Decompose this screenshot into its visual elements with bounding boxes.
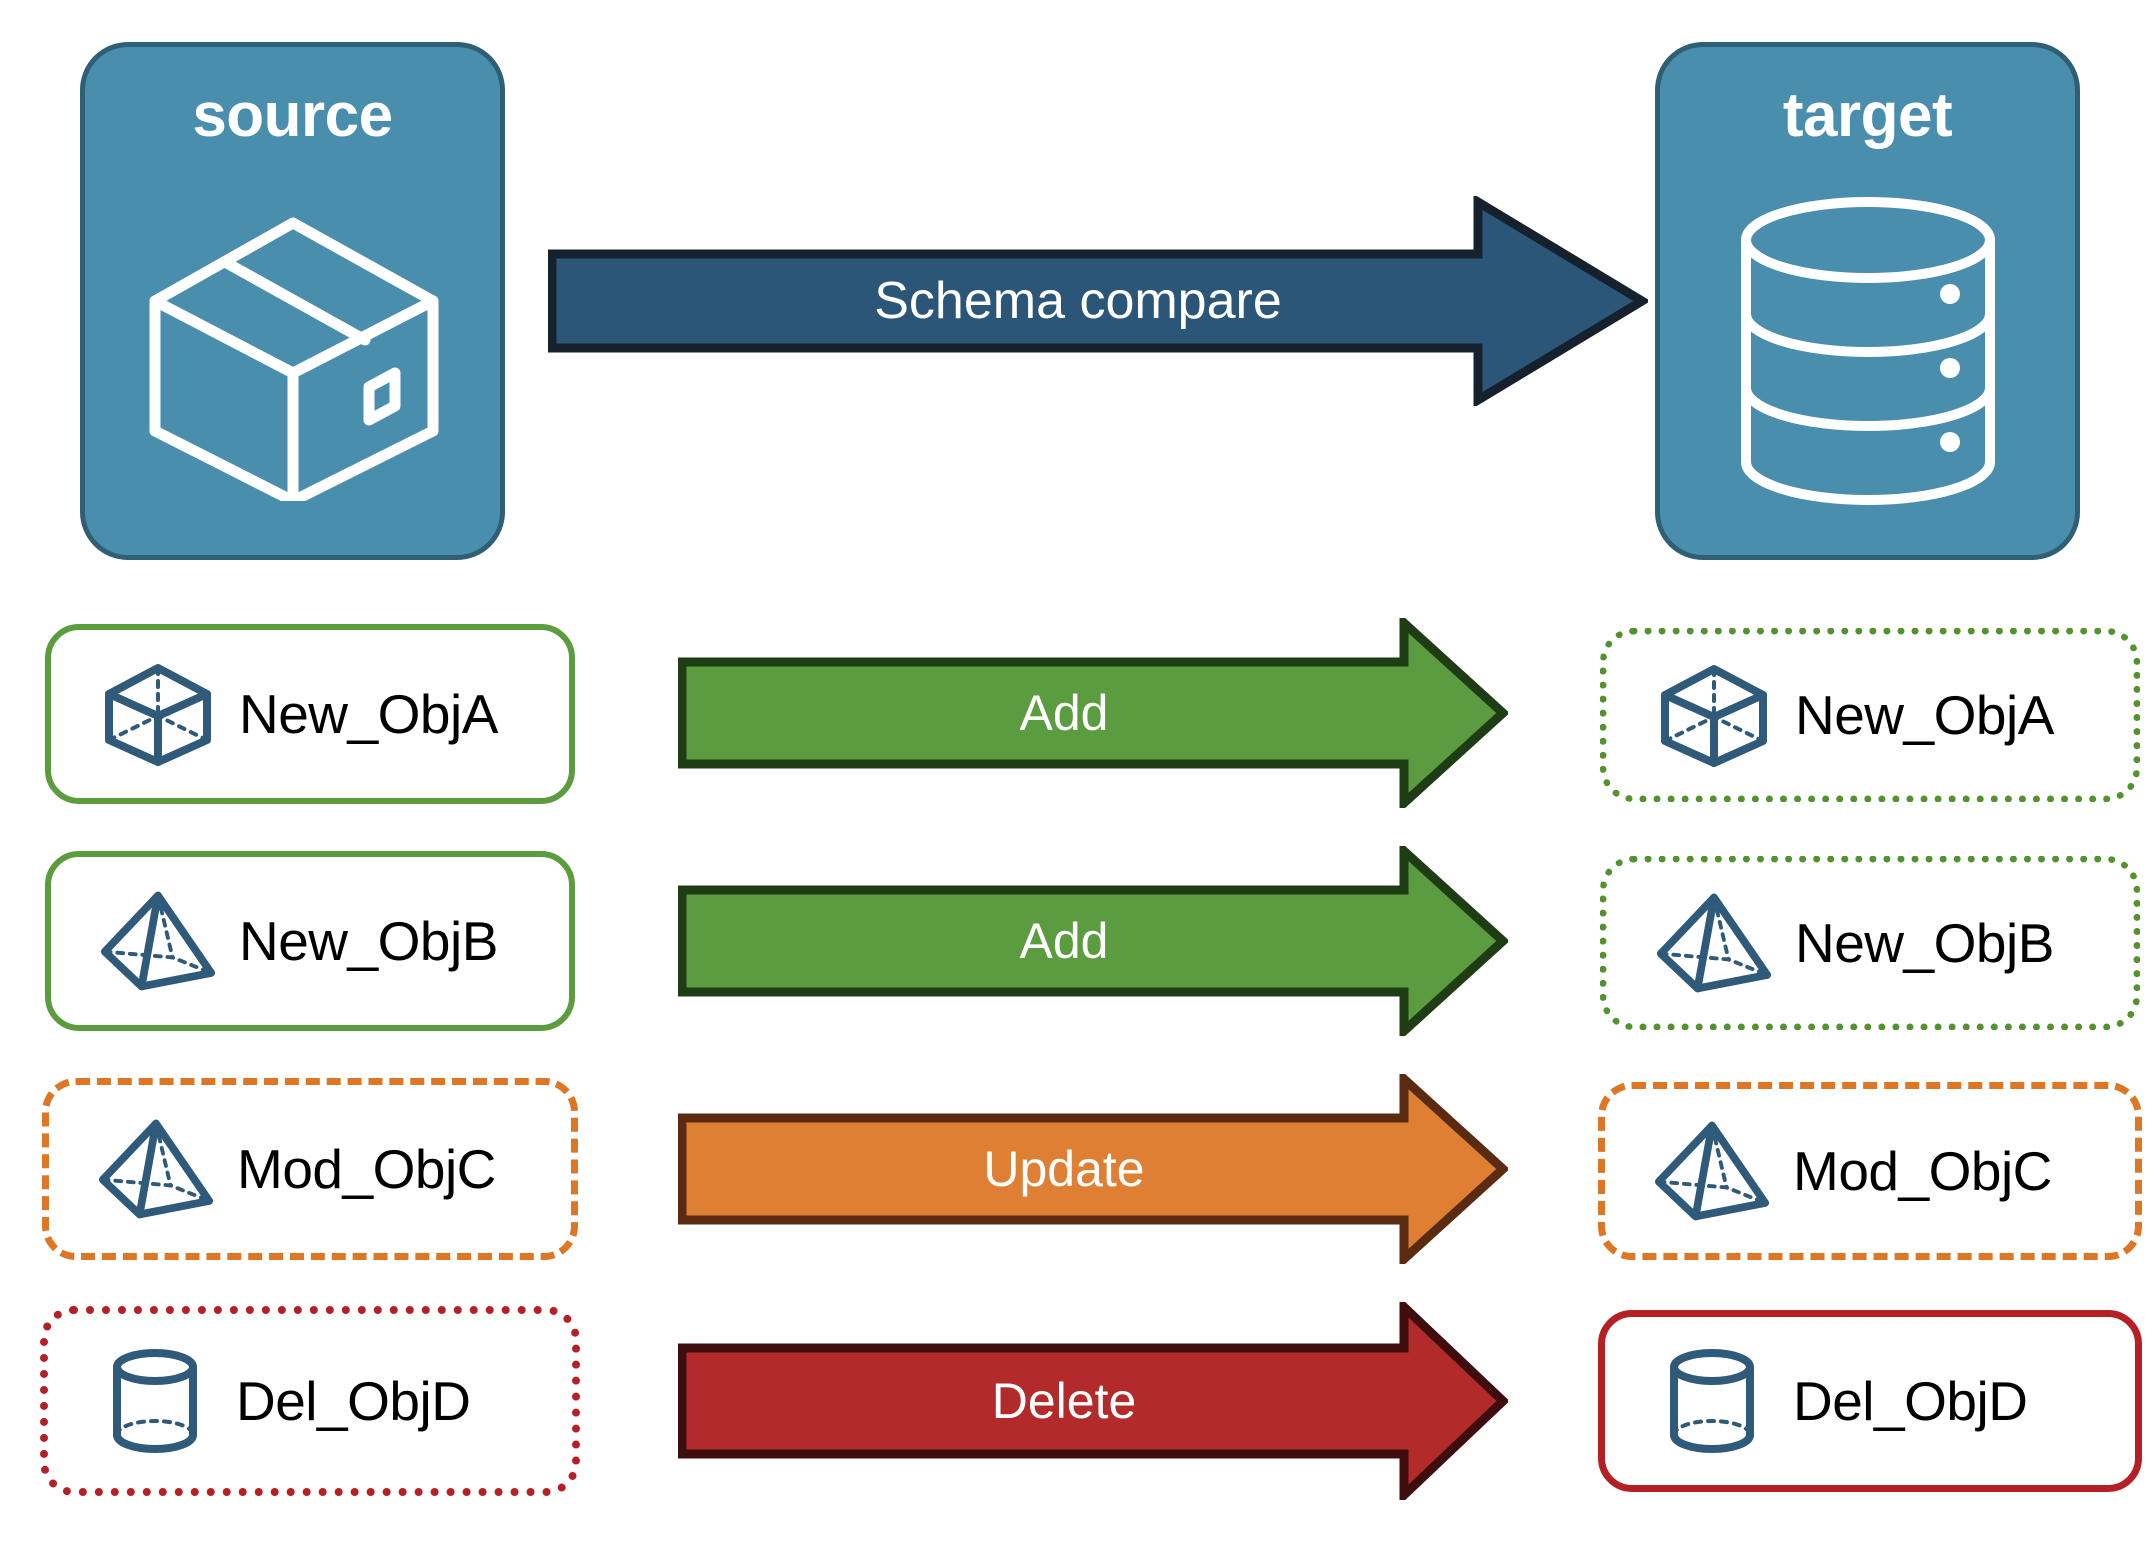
source-object-box-4[interactable]: Del_ObjD (40, 1306, 580, 1496)
target-object-label-4: Del_ObjD (1793, 1370, 2028, 1432)
wireframe-cube-icon (1655, 659, 1773, 771)
schema-compare-arrow-shape (548, 196, 1648, 406)
wireframe-cylinder-icon (1653, 1345, 1771, 1457)
source-object-label-4: Del_ObjD (236, 1370, 471, 1432)
wireframe-pyramid-icon (97, 1114, 215, 1224)
source-object-label-2: New_ObjB (239, 910, 498, 972)
database-cylinder-icon (1660, 147, 2075, 555)
action-arrow-shape-2 (678, 846, 1508, 1036)
target-object-label-2: New_ObjB (1795, 912, 2054, 974)
action-arrow-shape-3 (678, 1074, 1508, 1264)
package-box-icon (85, 147, 500, 555)
target-object-box-1[interactable]: New_ObjA (1600, 628, 2140, 802)
wireframe-pyramid-icon (1655, 888, 1773, 998)
schema-compare-arrow[interactable]: Schema compare (548, 196, 1648, 406)
source-object-label-1: New_ObjA (239, 683, 498, 745)
wireframe-pyramid-icon (99, 886, 217, 996)
target-object-label-1: New_ObjA (1795, 684, 2054, 746)
target-title: target (1782, 81, 1953, 150)
schema-compare-arrow-label: Schema compare (874, 272, 1282, 330)
action-arrow-label-1: Add (1019, 685, 1109, 741)
target-object-box-4[interactable]: Del_ObjD (1598, 1310, 2142, 1492)
source-object-box-2[interactable]: New_ObjB (45, 851, 575, 1031)
target-endpoint-card[interactable]: target (1655, 42, 2080, 560)
action-arrow-label-4: Delete (991, 1373, 1137, 1429)
action-arrow-2[interactable]: Add (678, 846, 1508, 1036)
wireframe-cube-icon (99, 658, 217, 770)
action-arrow-shape-4 (678, 1302, 1508, 1500)
action-arrow-label-2: Add (1019, 913, 1109, 969)
action-arrow-4[interactable]: Delete (678, 1302, 1508, 1500)
wireframe-cylinder-icon (96, 1345, 214, 1457)
action-arrow-1[interactable]: Add (678, 618, 1508, 808)
source-object-label-3: Mod_ObjC (237, 1138, 496, 1200)
target-object-box-3[interactable]: Mod_ObjC (1598, 1082, 2142, 1260)
source-title: source (192, 81, 393, 150)
target-object-box-2[interactable]: New_ObjB (1600, 856, 2140, 1030)
target-object-label-3: Mod_ObjC (1793, 1140, 2052, 1202)
action-arrow-shape-1 (678, 618, 1508, 808)
action-arrow-3[interactable]: Update (678, 1074, 1508, 1264)
source-object-box-1[interactable]: New_ObjA (45, 624, 575, 804)
source-endpoint-card[interactable]: source (80, 42, 505, 560)
wireframe-pyramid-icon (1653, 1116, 1771, 1226)
action-arrow-label-3: Update (983, 1141, 1145, 1197)
source-object-box-3[interactable]: Mod_ObjC (42, 1078, 578, 1260)
